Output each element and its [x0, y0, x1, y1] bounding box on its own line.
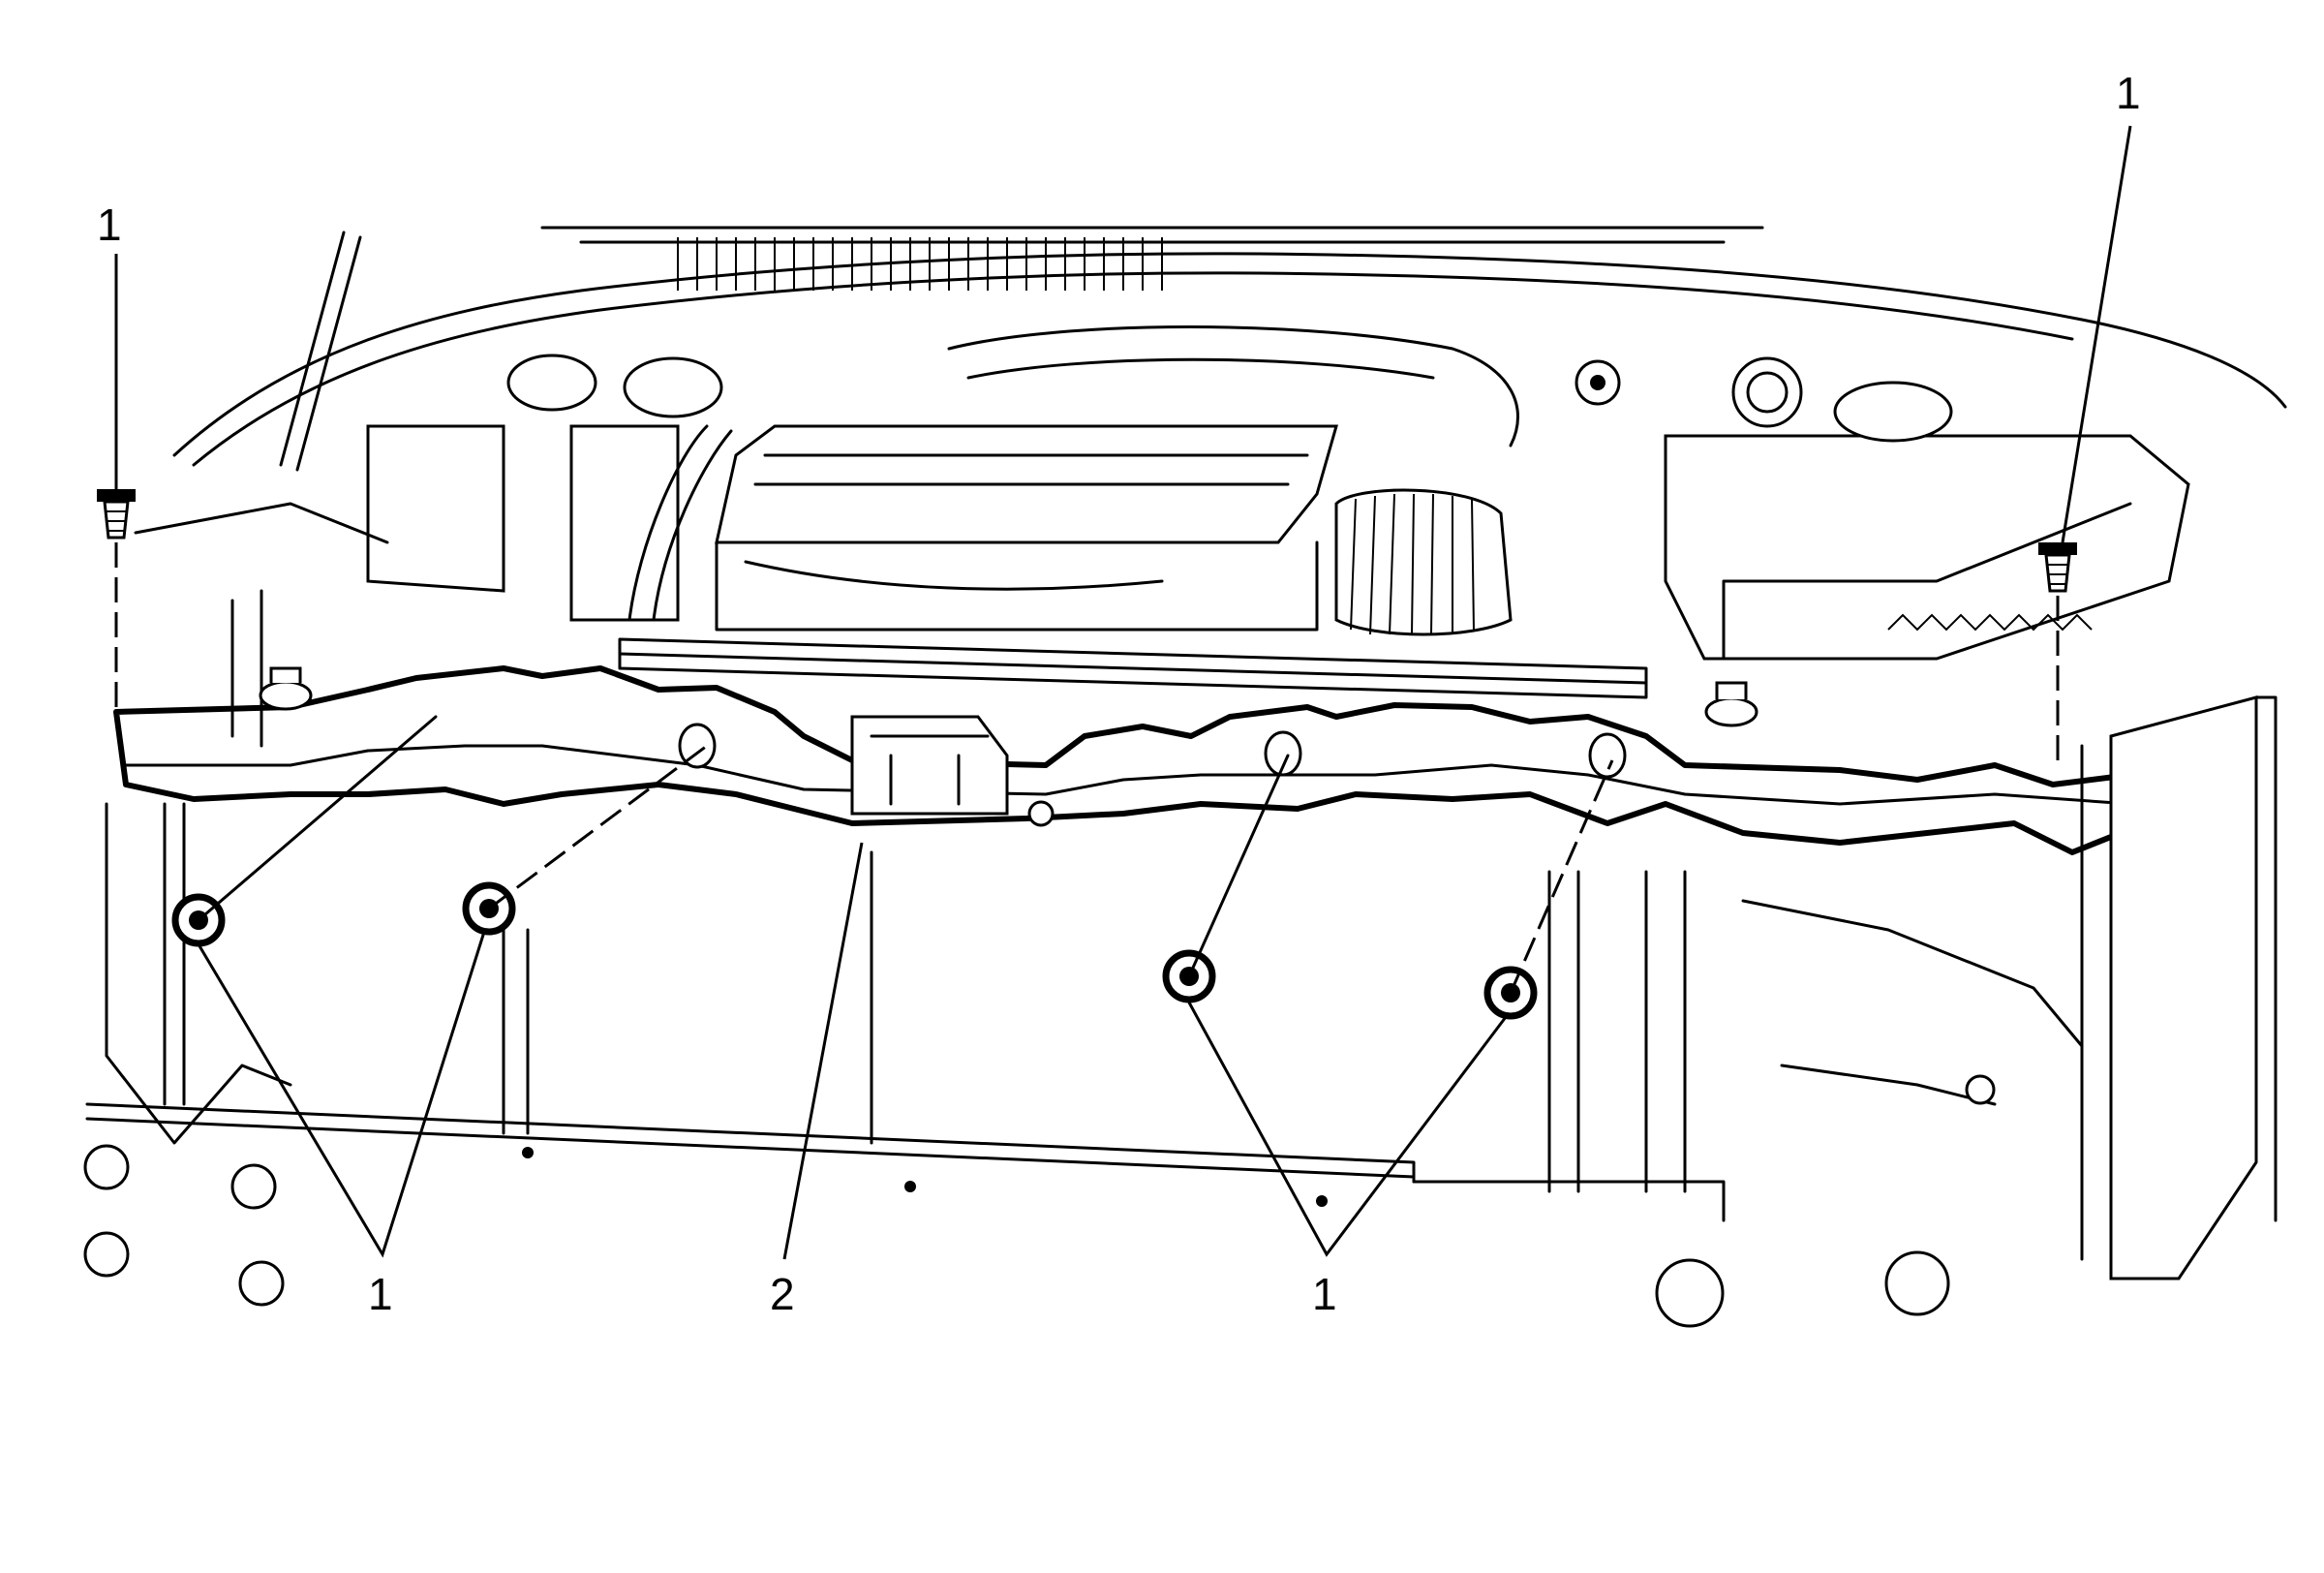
bolt-lower-left-a [171, 715, 438, 947]
callout-1-lower-left: 1 [368, 1269, 393, 1319]
cowl-grille [677, 237, 1163, 291]
engine-cover-right [1664, 434, 2190, 661]
fastener-top-right [2038, 542, 2077, 765]
reservoir-cap [623, 356, 723, 418]
brake-reservoir [569, 424, 680, 622]
bolt-lower-right-b [1483, 759, 1614, 1020]
leader-lines [114, 125, 2132, 1260]
intake-boot [1334, 488, 1513, 636]
callout-1-top-left: 1 [97, 200, 122, 250]
hood-latch [850, 715, 1055, 827]
callout-1-top-right: 1 [2116, 68, 2141, 118]
callout-1-lower-right: 1 [1312, 1269, 1337, 1319]
radiator-support-tie-bar [113, 637, 2172, 855]
fastener-top-left [97, 489, 136, 712]
right-side-structure [1741, 695, 2278, 1280]
callout-2-center: 2 [770, 1269, 795, 1319]
washer-reservoir [366, 424, 505, 593]
radiator-lower [83, 802, 1950, 1328]
left-side-structure [105, 502, 389, 1145]
engine-bay-background [172, 226, 2287, 661]
bolt-lower-left-b [462, 744, 708, 936]
bolt-lower-right-a [1162, 754, 1290, 1003]
bolt-bosses [259, 666, 1758, 779]
